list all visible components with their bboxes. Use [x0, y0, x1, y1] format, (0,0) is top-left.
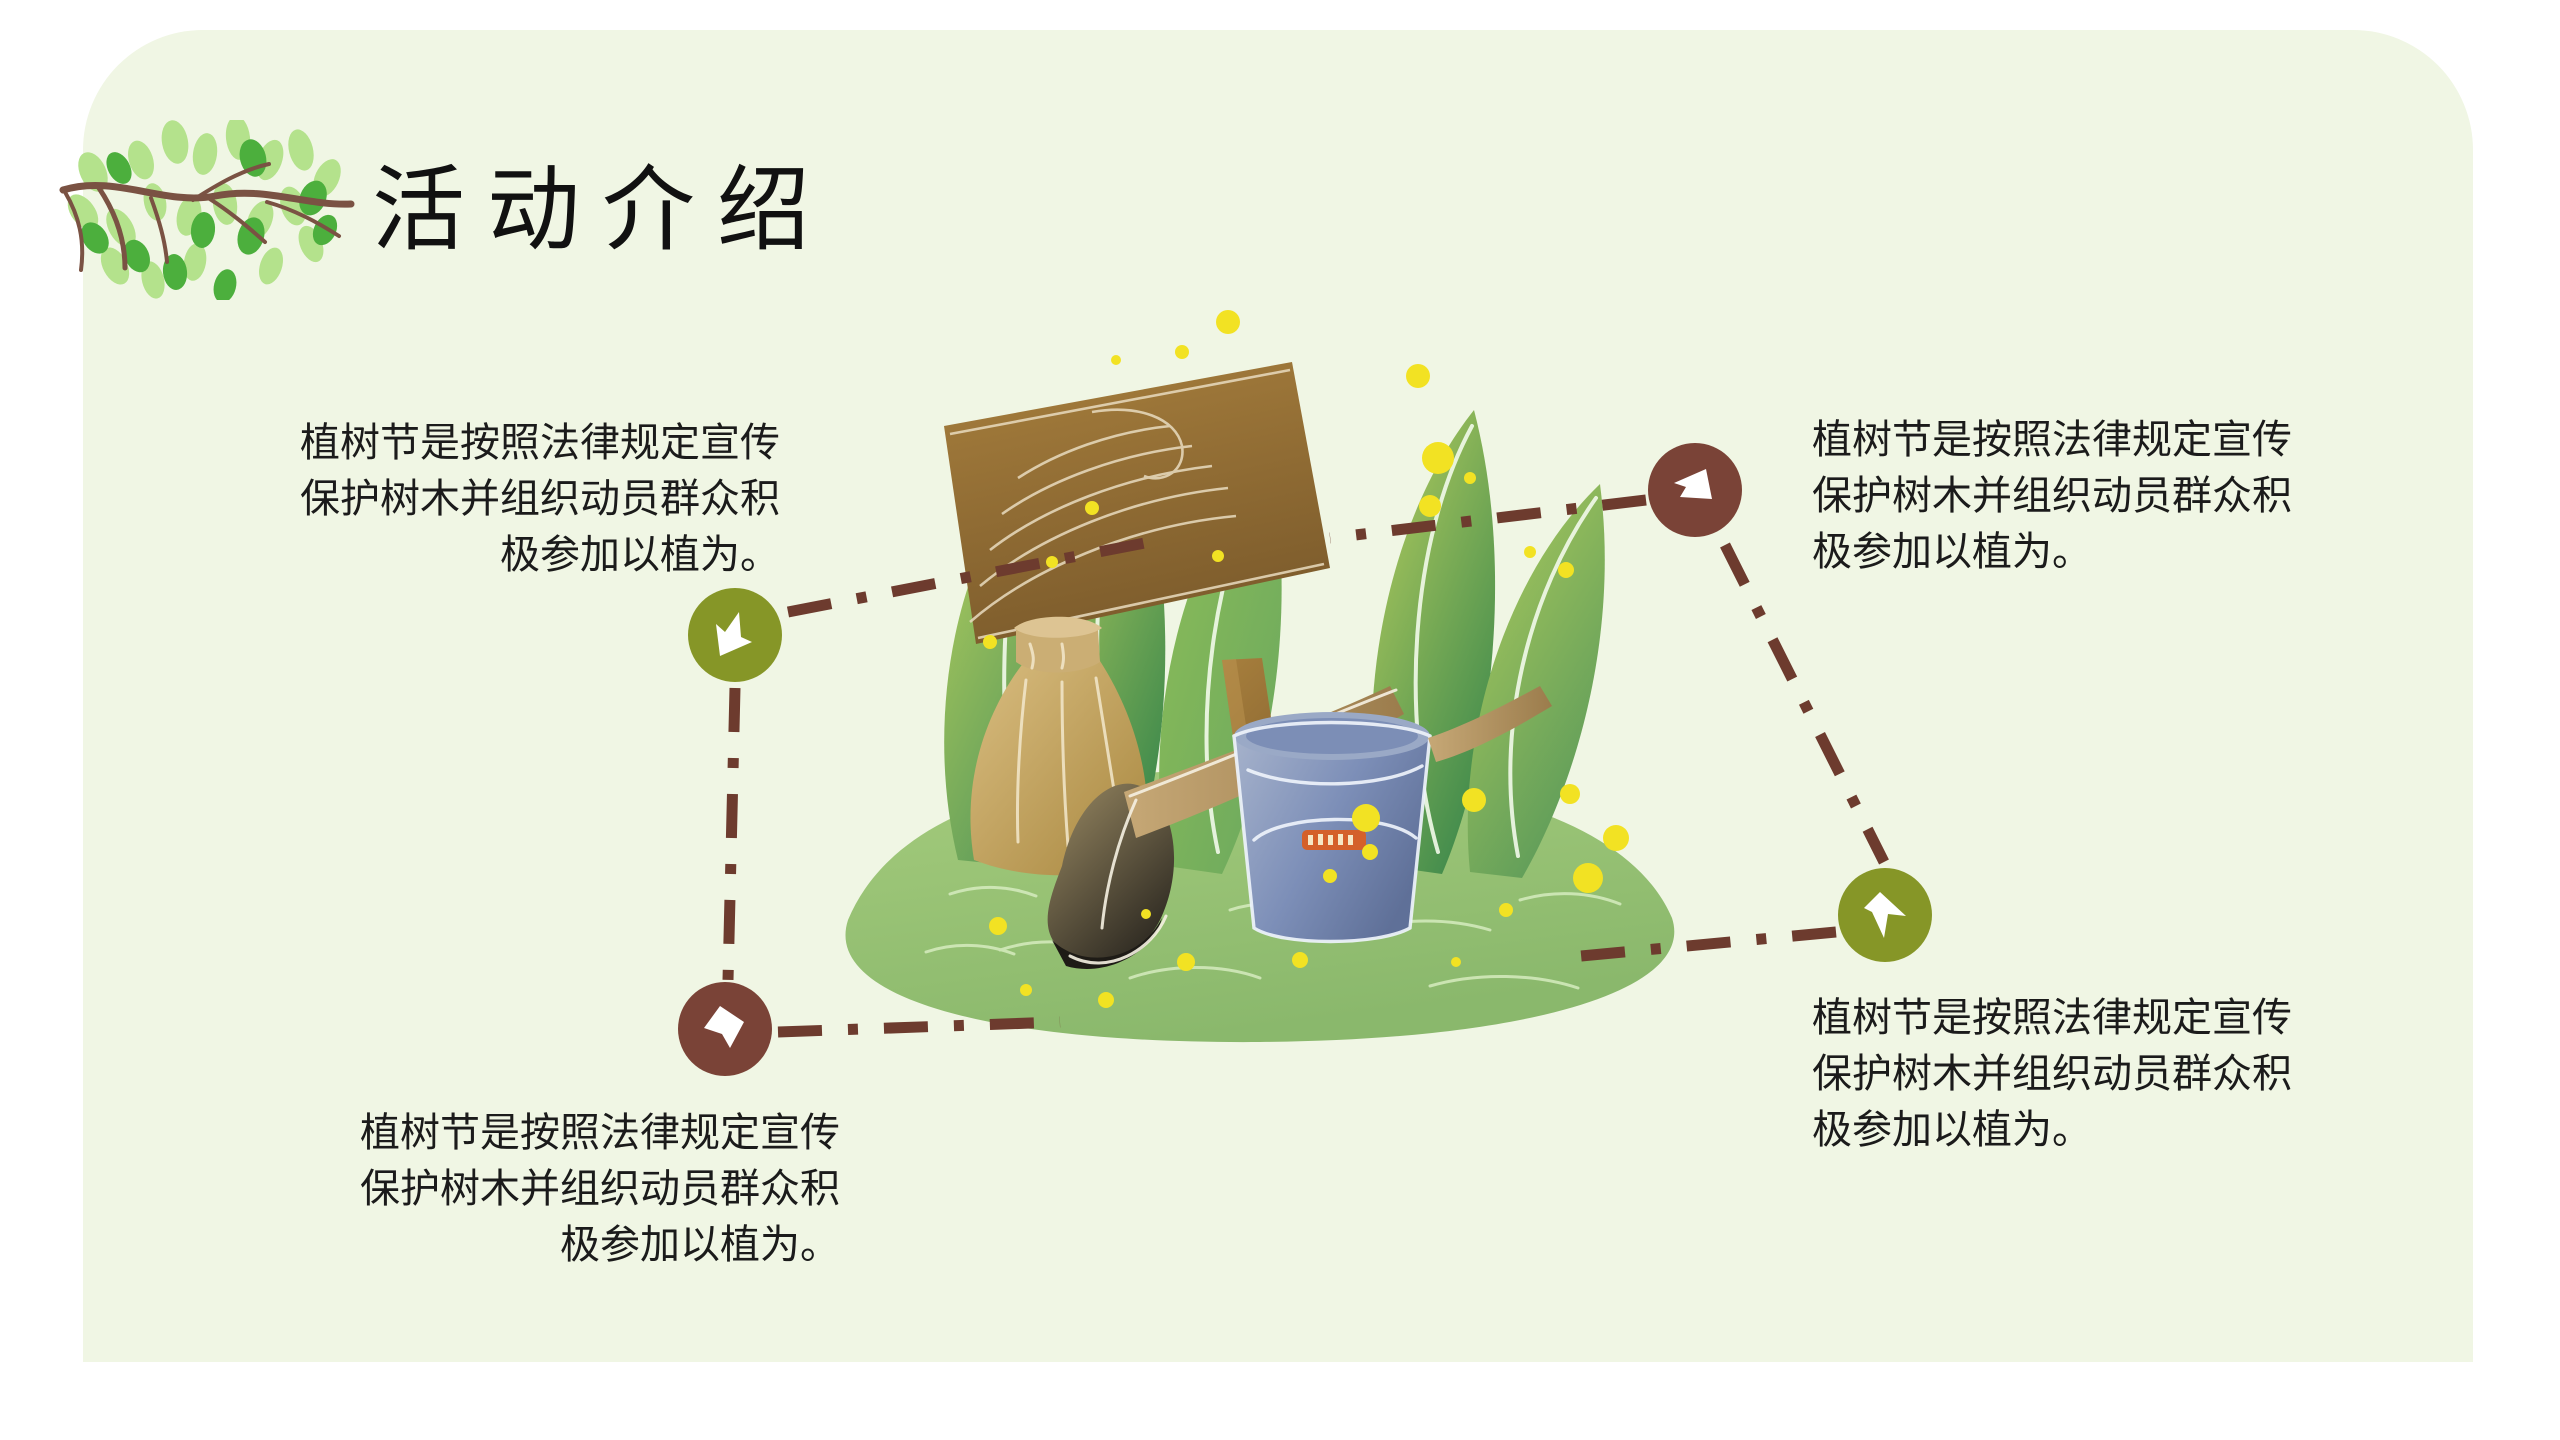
callout-marker-bottom-right[interactable] — [1838, 868, 1932, 962]
leaf-arrow-icon — [1668, 463, 1722, 517]
leaf-arrow-icon — [698, 1002, 752, 1056]
content-card — [83, 30, 2473, 1362]
callout-text-top-right: 植树节是按照法律规定宣传 保护树木并组织动员群众积 极参加以植为。 — [1812, 418, 2292, 574]
callout-text-bottom-left: 植树节是按照法律规定宣传 保护树木并组织动员群众积 极参加以植为。 — [360, 1111, 840, 1267]
page-title: 活动介绍 — [372, 158, 832, 262]
leaf-arrow-icon — [1858, 888, 1912, 942]
callout-marker-top-right[interactable] — [1648, 443, 1742, 537]
water-bucket-icon — [1232, 686, 1552, 944]
callout-marker-bottom-left[interactable] — [678, 982, 772, 1076]
tree-planting-illustration — [830, 300, 1710, 1160]
callout-text-top-left: 植树节是按照法律规定宣传 保护树木并组织动员群众积 极参加以植为。 — [300, 421, 780, 577]
leaf-arrow-icon — [708, 608, 762, 662]
callout-marker-top-left[interactable] — [688, 588, 782, 682]
callout-text-bottom-right: 植树节是按照法律规定宣传 保护树木并组织动员群众积 极参加以植为。 — [1812, 996, 2292, 1152]
